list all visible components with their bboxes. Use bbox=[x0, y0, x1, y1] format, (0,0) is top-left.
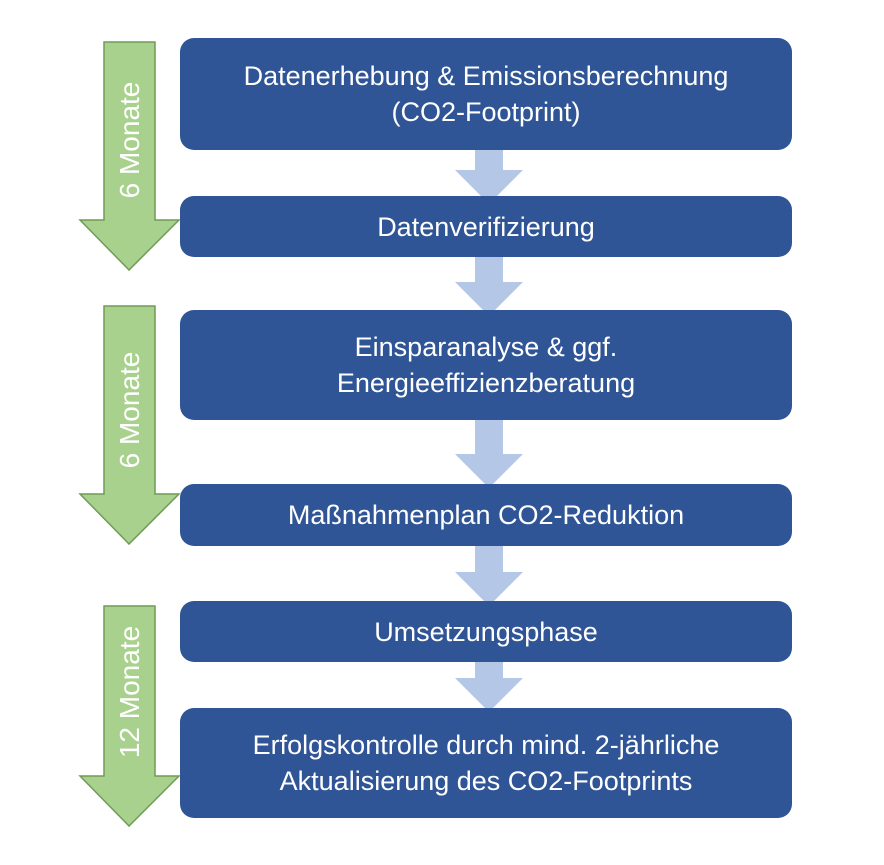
step-text: Energieeffizienzberatung bbox=[336, 368, 636, 398]
step-text: Einsparanalyse & ggf. bbox=[354, 332, 618, 362]
step-text: Datenverifizierung bbox=[377, 211, 595, 242]
step-data-collection: Datenerhebung & Emissionsberechnung (CO2-… bbox=[180, 38, 792, 150]
step-text: Datenerhebung & Emissionsberechnung bbox=[243, 61, 729, 91]
timeline-arrow-1 bbox=[78, 41, 181, 272]
step-savings-analysis: Einsparanalyse & ggf. Energieeffizienzber… bbox=[180, 310, 792, 420]
connector-arrow-4 bbox=[455, 540, 523, 606]
step-implementation: Umsetzungsphase bbox=[180, 601, 792, 662]
step-success-control: Erfolgskontrolle durch mind. 2-jährliche… bbox=[180, 708, 792, 818]
phase-label-2: 6 Monate bbox=[114, 351, 145, 469]
step-text: Maßnahmenplan CO2-Reduktion bbox=[287, 500, 685, 530]
phase-label-3: 12 Monate bbox=[114, 625, 145, 759]
step-text: Umsetzungsphase bbox=[374, 616, 598, 647]
timeline-arrow-2 bbox=[78, 305, 181, 546]
phase-label-1: 6 Monate bbox=[114, 81, 145, 199]
step-data-verification: Datenverifizierung bbox=[180, 196, 792, 257]
step-text: Erfolgskontrolle durch mind. 2-jährliche bbox=[252, 730, 720, 760]
step-measures-plan: Maßnahmenplan CO2-Reduktion bbox=[180, 484, 792, 546]
step-text: Aktualisierung des CO2-Footprints bbox=[279, 766, 693, 796]
timeline-arrow-3 bbox=[78, 605, 181, 828]
connector-arrow-5 bbox=[455, 656, 523, 712]
connector-arrow-3 bbox=[455, 414, 523, 488]
connector-arrow-1 bbox=[455, 140, 523, 204]
step-text: (CO2-Footprint) bbox=[391, 97, 581, 127]
connector-arrow-2 bbox=[455, 250, 523, 316]
